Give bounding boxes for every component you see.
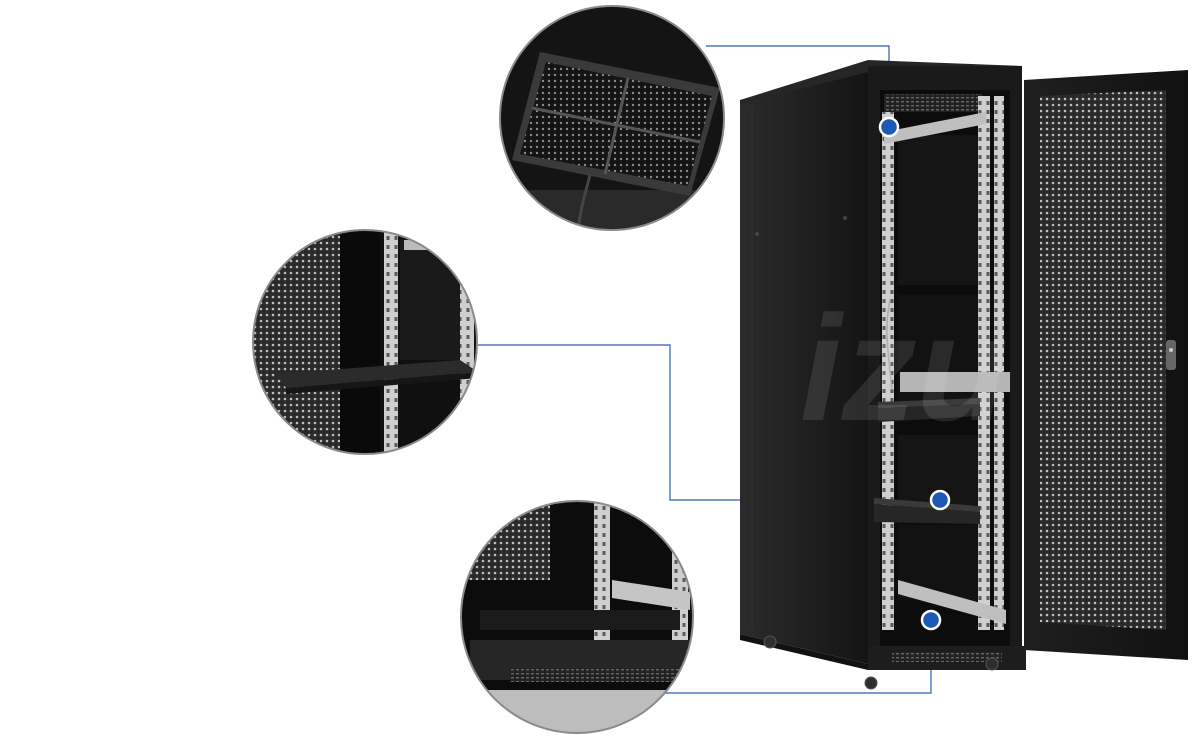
rack-cabinet [740,60,1026,690]
cabinet-side-panel [740,72,868,664]
watermark-logo: izu [800,284,1008,452]
hotspot-marker-base[interactable] [920,609,942,631]
door-handle-lock [1166,340,1176,370]
door-perforated-panel [1040,90,1166,630]
shelf-closeup [276,360,477,388]
base-vent-grille [510,668,680,682]
hotspot-marker-shelf[interactable] [929,489,951,511]
perforated-front-door [1024,70,1188,660]
shelf-upper [878,404,980,422]
caster-wheels [763,635,999,690]
mounting-rail-right [978,96,990,630]
callout-fixed-shelf [252,229,478,455]
hotspot-markers[interactable] [878,116,951,631]
callout-top-fan-unit [499,5,725,231]
callout-bottom-base [460,500,694,734]
shelf-lower [874,504,980,524]
hotspot-marker-top-fan[interactable] [878,116,900,138]
